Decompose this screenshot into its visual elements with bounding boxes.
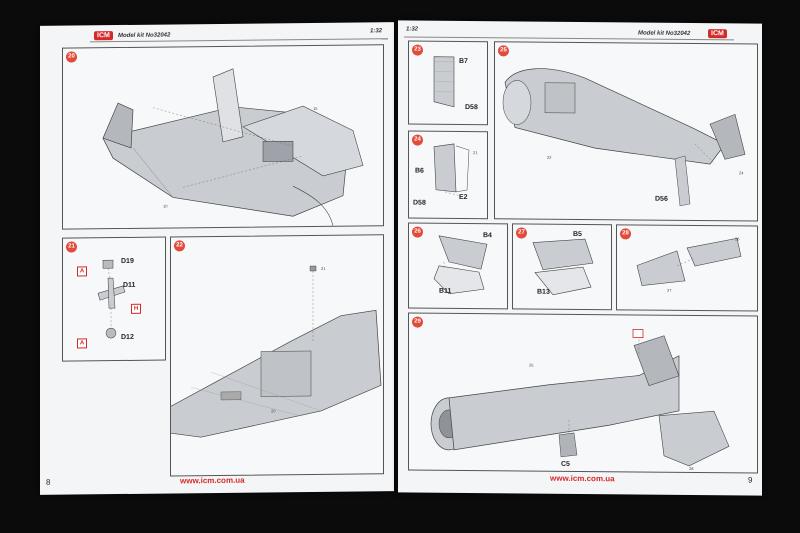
part-label: D19 [121, 257, 134, 266]
left-page: ICM Model kit No32042 1:32 20 15 10 21 [40, 22, 394, 495]
scale-label: 1:32 [406, 26, 419, 33]
wheel-cover-drawing [433, 143, 470, 197]
part-label: B5 [573, 230, 582, 239]
part-label: B11 [439, 287, 452, 295]
part-label: D56 [655, 195, 668, 203]
part-label: 10 [163, 203, 168, 209]
part-label: 27 [667, 287, 672, 293]
step-23-panel: 23 B7 D58 [408, 40, 488, 126]
step-27-panel: 27 B5 B13 [512, 223, 612, 311]
part-label: 22 [547, 154, 552, 160]
header-rule [404, 36, 734, 41]
part-label: 15 [313, 105, 318, 111]
part-label: D58 [413, 199, 426, 207]
final-assembly-drawing [430, 329, 730, 467]
model-kit-number: Model kit No32042 [638, 30, 691, 37]
part-label: 24 [739, 170, 744, 176]
part-label: B6 [415, 167, 424, 175]
paint-marker: A [77, 266, 87, 277]
wheel-cover-drawing [433, 56, 455, 108]
stabilizer-drawing [433, 235, 488, 295]
right-page: 1:32 Model kit No32042 ICM 23 B7 D58 24 … [398, 20, 762, 496]
icm-logo: ICM [94, 31, 113, 41]
part-label: D12 [121, 333, 134, 342]
paint-marker: H [131, 303, 141, 314]
page-number: 9 [748, 475, 753, 485]
step-21-panel: 21 D19 D11 D12 A H A [62, 236, 166, 362]
paint-marker: A [77, 338, 87, 349]
part-label: B7 [459, 57, 468, 66]
part-label: 26 [735, 236, 740, 242]
part-label: 25 [529, 362, 534, 368]
icm-logo: ICM [708, 29, 727, 39]
step-20-panel: 20 15 10 [62, 44, 384, 230]
part-label: B4 [483, 232, 492, 240]
part-label: B13 [537, 288, 550, 296]
step-29-panel: 29 25 C5 28 [408, 312, 758, 474]
fuselage-wheel-covers-drawing [502, 68, 746, 207]
propeller-drawing [97, 259, 126, 339]
part-label: E2 [459, 193, 468, 202]
part-label: D11 [123, 281, 136, 289]
part-label: 21 [473, 150, 478, 156]
fuselage-assembly-drawing [102, 68, 364, 226]
part-label: 21 [321, 265, 326, 271]
step-25-panel: 25 22 D56 24 [494, 41, 758, 222]
stabilizer-pair-drawing [636, 238, 742, 286]
page-number: 8 [46, 477, 51, 487]
step-22-panel: 22 21 20 [170, 234, 384, 477]
scale-label: 1:32 [370, 28, 383, 35]
part-label: D58 [465, 103, 478, 112]
step-24-panel: 24 B6 D58 E2 21 [408, 130, 488, 220]
step-26-panel: 26 B4 B11 [408, 222, 508, 310]
footer-url[interactable]: www.icm.com.ua [550, 473, 615, 484]
stabilizer-drawing [532, 238, 594, 296]
part-label: 20 [271, 408, 276, 414]
part-label: C5 [561, 460, 570, 468]
step-28-panel: 28 26 27 [616, 224, 758, 312]
footer-url[interactable]: www.icm.com.ua [180, 475, 245, 486]
part-label: 28 [689, 465, 694, 471]
model-kit-number: Model kit No32042 [118, 32, 171, 40]
fuselage-propeller-drawing [171, 265, 382, 438]
